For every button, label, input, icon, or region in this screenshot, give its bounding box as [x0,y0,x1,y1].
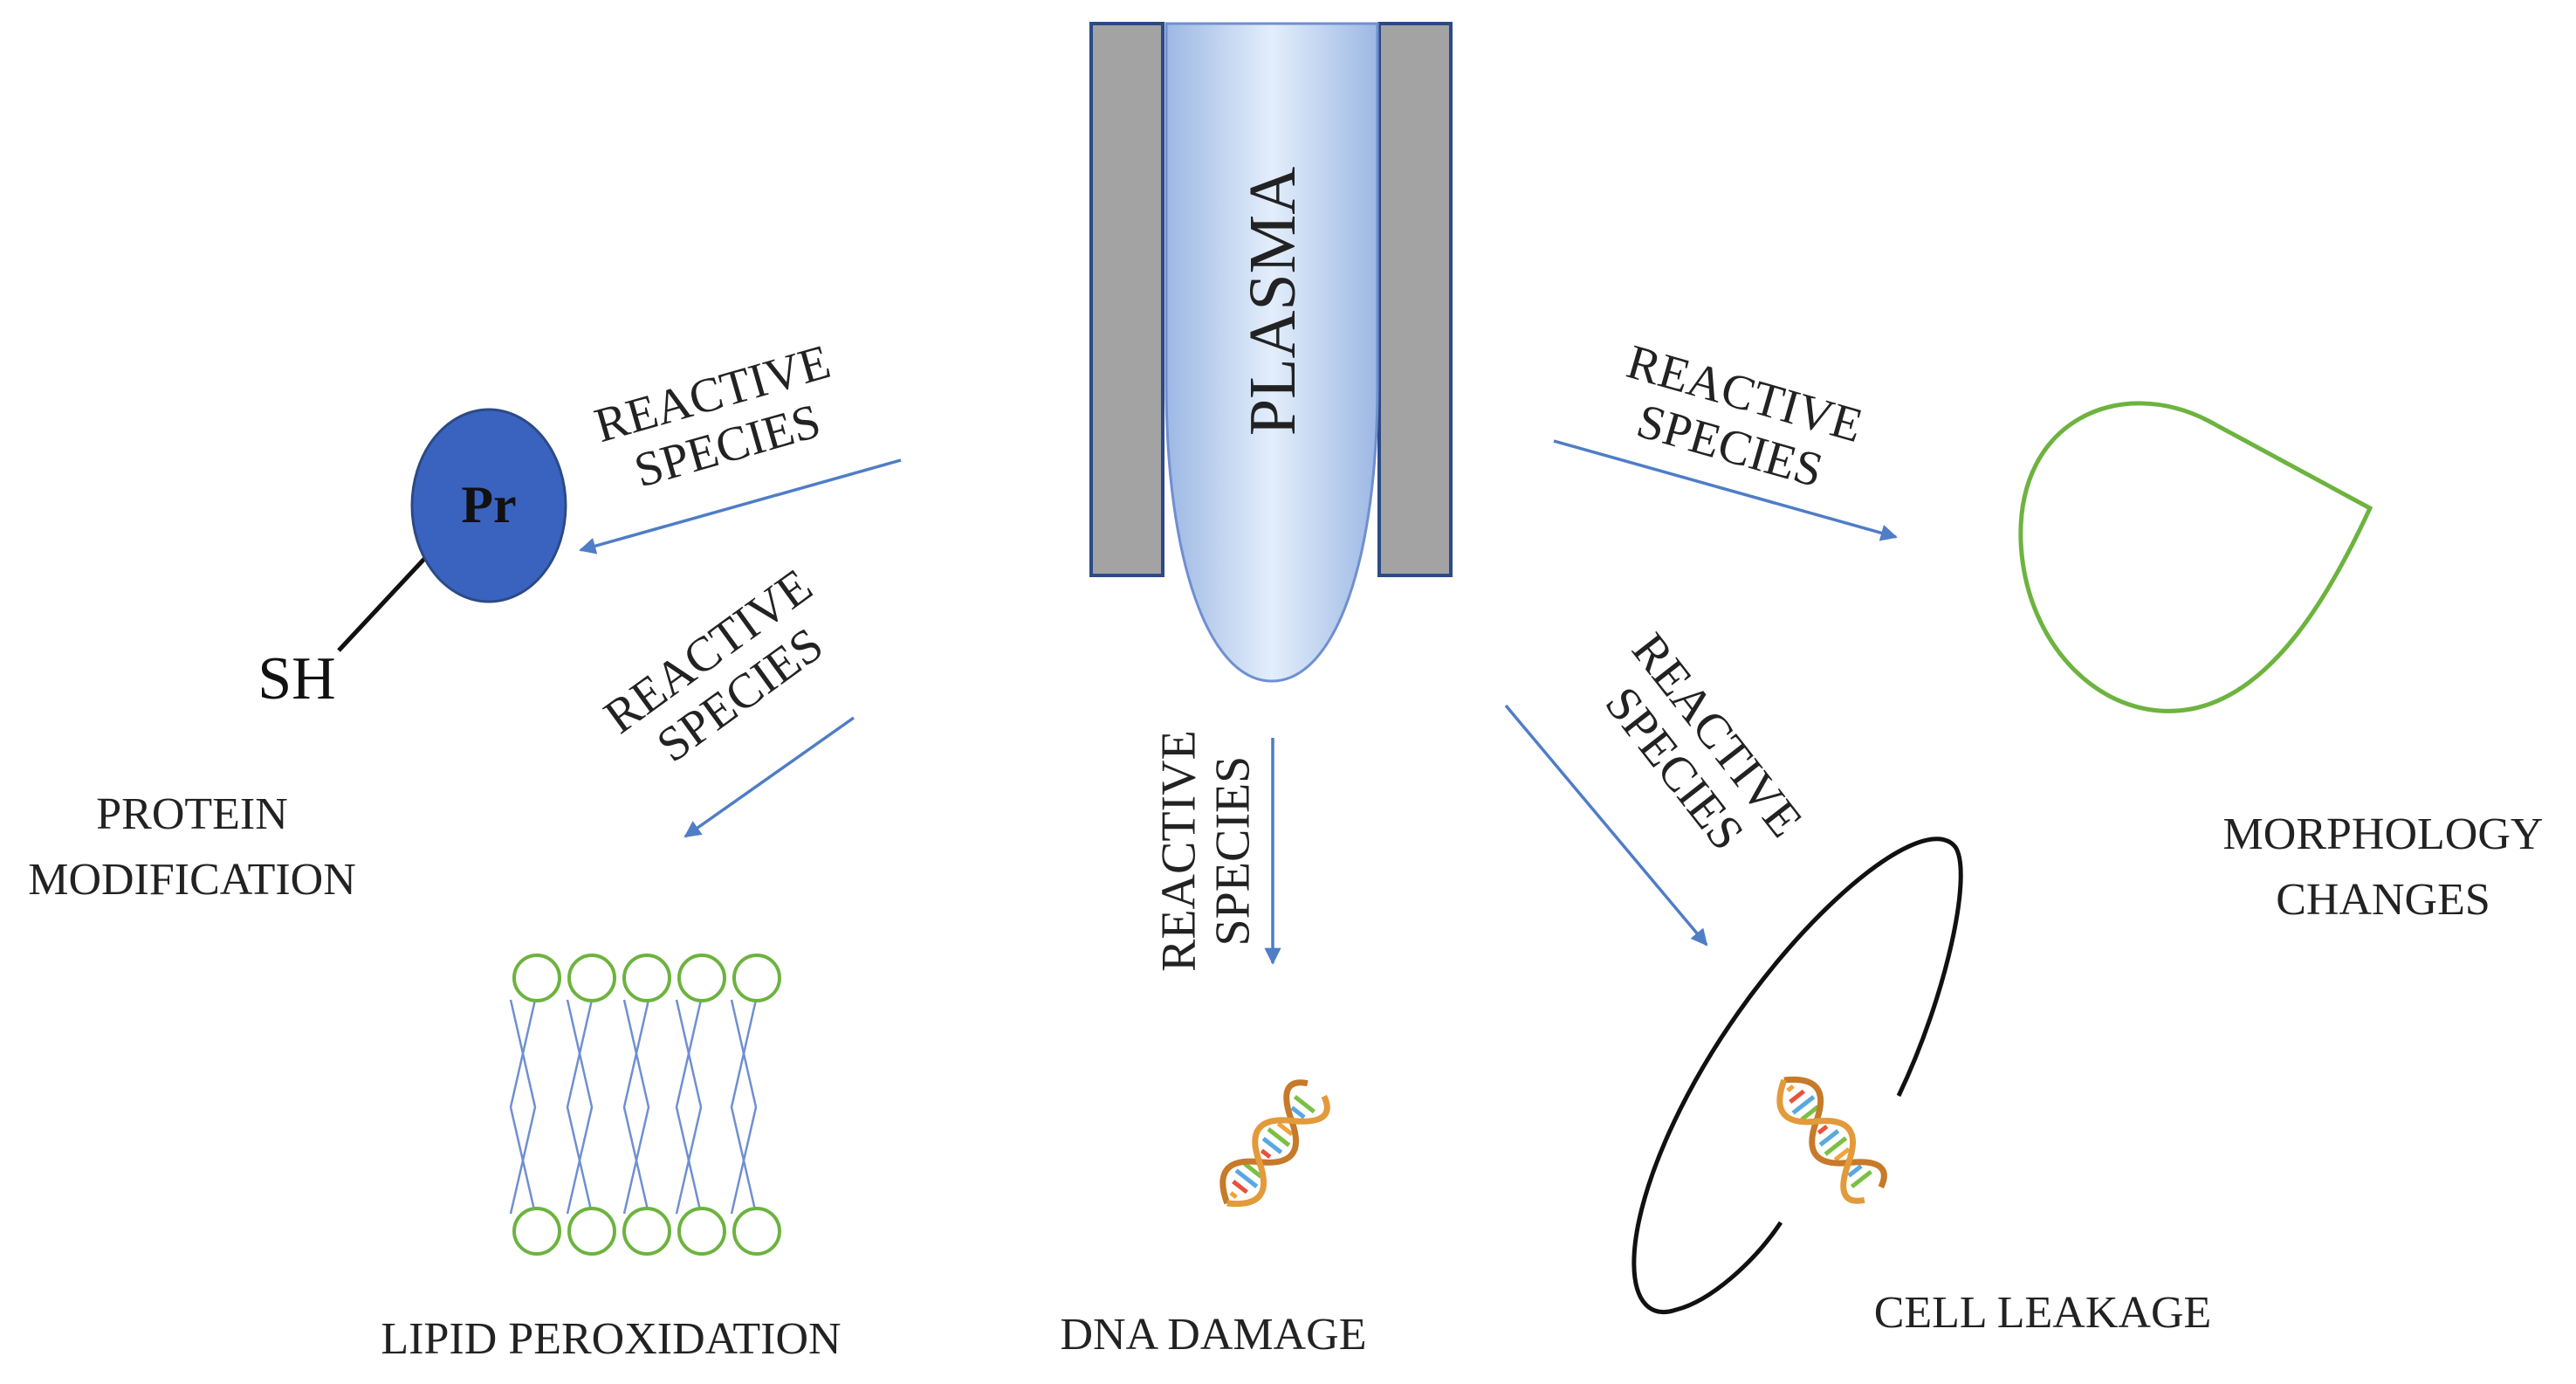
lipid-heads [512,954,781,1256]
arrow-to-protein [579,458,902,554]
left-electrode [1089,22,1164,577]
lipid-tails [509,999,758,1215]
protein: Pr SH [258,408,567,713]
deformed-cell-shape [2018,401,2373,713]
lipid-bilayer [509,954,781,1256]
thiol-label: SH [258,645,335,713]
arrow-to-cell [1504,704,1708,947]
arrows [579,439,1898,965]
protein-circle [410,408,567,603]
plasma-label: PLASMA [1236,166,1309,437]
cell-dna-icon [1776,1076,1887,1204]
lipid-peroxidation-caption: LIPID PEROXIDATION [381,1314,841,1364]
protein-label: Pr [461,476,516,534]
arrow-to-morphology [1553,439,1898,541]
dna-helix-icon [1219,1079,1330,1208]
dna-damage-caption: DNA DAMAGE [1060,1310,1367,1360]
right-electrode [1377,22,1453,577]
cell-leakage-caption: CELL LEAKAGE [1873,1288,2212,1338]
thiol-bond [337,556,427,652]
plasma-jet [1164,22,1379,683]
plasma-torch [1089,22,1453,683]
arrow-to-lipid [683,716,855,838]
cell-membrane [1631,837,1963,1314]
